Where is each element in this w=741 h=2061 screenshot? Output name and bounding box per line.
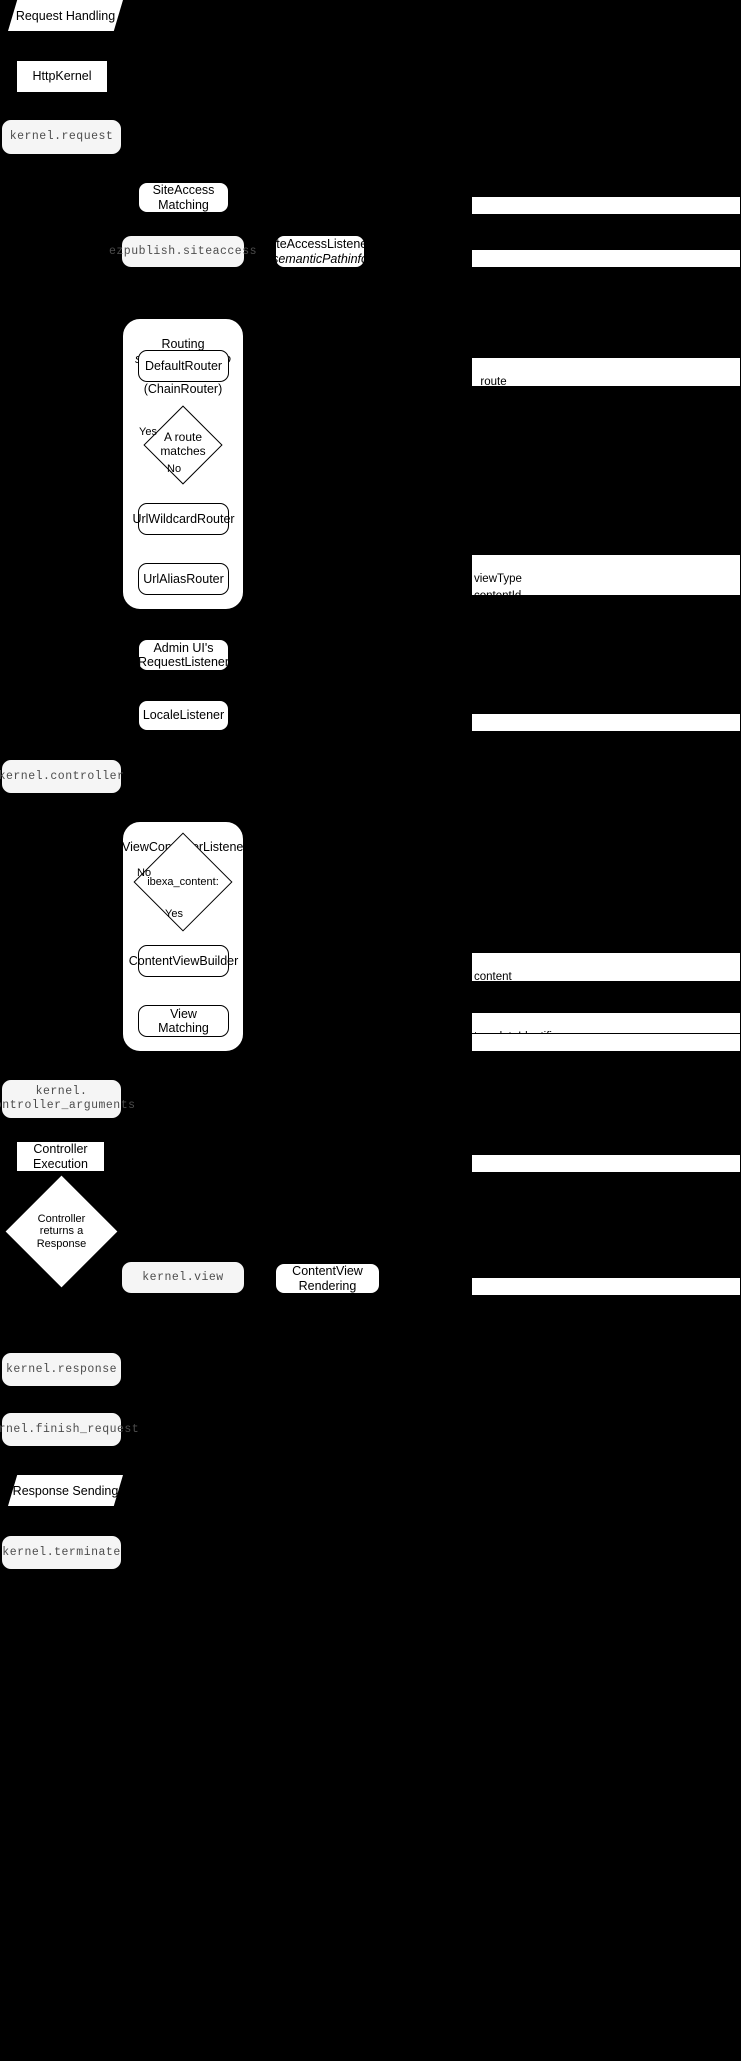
event-kernel-controller-arguments: kernel. controller_arguments [0, 1080, 135, 1118]
group-routing-title-prefix: Routing [161, 337, 205, 351]
event-kernel-view: kernel.view [122, 1262, 244, 1293]
event-kernel-response: kernel.response [2, 1353, 121, 1386]
node-default-router-label: DefaultRouter [144, 358, 223, 373]
edge-label-ibexa-yes: Yes [165, 908, 183, 920]
event-kernel-finish-request: kernel.finish_request [0, 1413, 139, 1446]
banner-request-handling: Request Handling [8, 0, 123, 31]
attr-siteaccess: siteaccess [471, 196, 741, 215]
edge-label-ibexa-no-text: No [137, 867, 152, 879]
edge-label-ibexa-yes-text: Yes [165, 908, 183, 920]
node-url-wildcard-router-label: UrlWildcardRouter [132, 511, 235, 526]
node-locale-listener-label: LocaleListener [142, 708, 225, 723]
attr-view: view [471, 1033, 741, 1052]
node-siteaccess-listener-line1: SiteAccessListener: [265, 237, 375, 252]
event-ezpublish-siteaccess: ezpublish.siteaccess [109, 236, 257, 267]
attr-content-location: content location [471, 952, 741, 982]
event-kernel-request: kernel.request [2, 120, 121, 154]
decision-ibexa-content-label: ibexa_content: [147, 875, 219, 888]
event-kernel-view-label: kernel.view [142, 1270, 224, 1284]
node-content-view-rendering: ContentView Rendering [275, 1263, 380, 1294]
decision-route-matches-label: A route matches [160, 430, 206, 458]
attr-viewtype-contentid-locationid: viewType contentId locationId [471, 554, 741, 596]
edge-label-route-no: No [167, 463, 181, 475]
decision-route-matches: A route matches [143, 405, 223, 485]
banner-request-handling-label: Request Handling [15, 8, 116, 23]
attr-content-location-label: content location [474, 971, 512, 982]
node-http-kernel-label: HttpKernel [32, 69, 92, 84]
edge-label-route-no-text: No [167, 463, 182, 475]
node-controller-execution: Controller Execution [16, 1141, 105, 1172]
edge-label-route-yes: Yes [139, 426, 157, 438]
event-kernel-response-label: kernel.response [5, 1362, 118, 1376]
attr-route-controller: _route _controller [471, 357, 741, 387]
event-kernel-request-label: kernel.request [9, 130, 114, 144]
node-content-view-builder: ContentViewBuilder [129, 945, 238, 977]
node-admin-ui-request-listener-line1: Admin UI's [153, 640, 214, 655]
banner-response-sending-label: Response Sending [12, 1483, 119, 1498]
group-routing-title-line2: (ChainRouter) [143, 382, 223, 396]
node-view-matching-label: View Matching [158, 1006, 209, 1035]
edge-label-ibexa-no: No [137, 867, 151, 879]
event-kernel-terminate-label: kernel.terminate [2, 1545, 121, 1559]
node-http-kernel: HttpKernel [16, 60, 108, 93]
node-default-router: DefaultRouter [138, 350, 229, 382]
node-content-view-rendering-label: ContentView Rendering [292, 1264, 363, 1293]
decision-controller-returns-response-label: Controller returns a Response [36, 1212, 87, 1250]
banner-response-sending: Response Sending [8, 1475, 123, 1506]
edge-label-route-yes-text: Yes [139, 426, 157, 438]
node-admin-ui-request-listener-line2: RequestListener [137, 655, 230, 669]
event-kernel-controller: kernel.controller [0, 760, 125, 793]
event-kernel-controller-label: kernel.controller [0, 769, 125, 783]
node-url-wildcard-router: UrlWildcardRouter [132, 503, 235, 535]
node-siteaccess-matching-label: SiteAccess Matching [152, 183, 215, 212]
node-admin-ui-request-listener: Admin UI's RequestListener [138, 639, 229, 671]
attr-response: response [471, 1277, 741, 1296]
node-url-alias-router-label: UrlAliasRouter [143, 571, 224, 586]
node-siteaccess-matching: SiteAccess Matching [138, 182, 229, 213]
attr-locale: _locale [471, 713, 741, 732]
node-content-view-builder-label: ContentViewBuilder [128, 953, 239, 968]
node-siteaccess-listener: SiteAccessListener: semanticPathinfo [265, 235, 375, 268]
event-kernel-controller-arguments-label: kernel. controller_arguments [0, 1085, 136, 1112]
node-siteaccess-listener-line2: semanticPathinfo [272, 251, 368, 266]
attr-viewtype-contentid-locationid-label: viewType contentId locationId [474, 573, 522, 596]
decision-ibexa-content: ibexa_content: [133, 832, 233, 932]
event-ezpublish-siteaccess-label: ezpublish.siteaccess [108, 244, 258, 258]
node-locale-listener: LocaleListener [138, 700, 229, 731]
node-url-alias-router: UrlAliasRouter [138, 563, 229, 595]
node-controller-execution-label: Controller Execution [33, 1142, 88, 1171]
attr-semantic-pathinfo: semanticPathinfo [471, 249, 741, 268]
event-kernel-finish-request-label: kernel.finish_request [0, 1422, 140, 1436]
decision-controller-returns-response: Controller returns a Response [5, 1175, 118, 1288]
attr-route-controller-label: _route _controller [474, 376, 507, 387]
attr-response-view: response/view [471, 1154, 741, 1173]
node-view-matching: View Matching [138, 1005, 229, 1037]
event-kernel-terminate: kernel.terminate [2, 1536, 121, 1569]
